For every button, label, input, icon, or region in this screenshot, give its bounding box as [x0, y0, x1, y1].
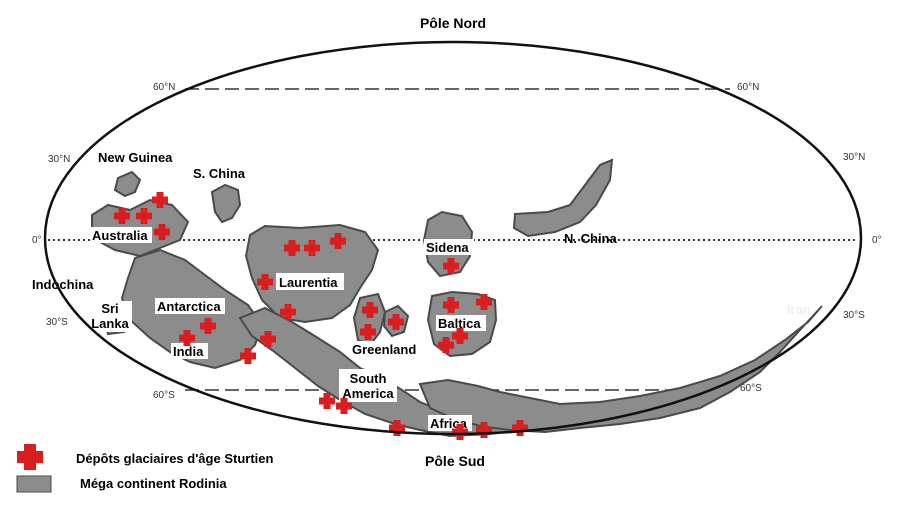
landmass-s-china	[210, 183, 242, 224]
red-cross-icon	[476, 422, 492, 438]
red-cross-icon	[260, 331, 276, 347]
map-outline	[43, 40, 863, 436]
latitude-labels: 60°N 60°N 30°N 30°N 0° 0° 30°S 30°S 60°S…	[32, 82, 882, 401]
label-baltica-bg	[436, 315, 486, 331]
label-antarctica-bg	[155, 298, 225, 314]
red-cross-icon	[280, 304, 296, 320]
label-sri-lanka-bg	[88, 301, 132, 332]
red-cross-icon	[136, 208, 152, 224]
label-india: India	[173, 344, 204, 359]
red-cross-icon	[179, 330, 195, 346]
landmass-labels: New Guinea S. China Australia Indochina …	[32, 150, 811, 431]
label-new-guinea: New Guinea	[98, 150, 173, 165]
red-cross-icon	[360, 324, 376, 340]
red-cross-icon	[452, 328, 468, 344]
red-cross-icon	[362, 302, 378, 318]
landmass-new-guinea	[113, 170, 142, 198]
label-baltica: Baltica	[438, 316, 481, 331]
red-cross-icon	[114, 208, 130, 224]
red-cross-icon	[257, 274, 273, 290]
south-pole-label: Pôle Sud	[425, 453, 485, 469]
label-australia: Australia	[92, 228, 148, 243]
red-cross-icon	[443, 297, 459, 313]
label-laurentia: Laurentia	[279, 275, 338, 290]
lat-label-30n-right: 30°N	[843, 152, 865, 163]
red-cross-icon	[388, 314, 404, 330]
glacial-deposit-markers	[114, 192, 528, 440]
label-antarctica: Antarctica	[157, 299, 221, 314]
landmass-n-china	[512, 158, 614, 238]
red-cross-icon	[330, 233, 346, 249]
lat-label-60s-left: 60°S	[153, 390, 175, 401]
red-cross-icon	[476, 294, 492, 310]
legend-gray-swatch-icon	[16, 475, 52, 493]
label-sidena-bg	[424, 239, 474, 255]
label-australia-bg	[90, 227, 152, 243]
red-cross-icon	[319, 393, 335, 409]
red-cross-icon	[389, 420, 405, 436]
red-cross-icon	[200, 318, 216, 334]
lat-label-0-right: 0°	[872, 235, 882, 246]
label-indochina: Indochina	[32, 277, 94, 292]
lat-label-60n-right: 60°N	[737, 82, 759, 93]
legend-glacial-text: Dépôts glaciaires d'âge Sturtien	[76, 451, 273, 466]
red-cross-icon	[443, 258, 459, 274]
legend: Dépôts glaciaires d'âge Sturtien Méga co…	[16, 444, 273, 493]
red-cross-icon	[452, 424, 468, 440]
lat-label-0-left: 0°	[32, 235, 42, 246]
label-n-china: N. China	[564, 231, 617, 246]
red-cross-icon	[284, 240, 300, 256]
legend-red-cross-icon	[17, 444, 43, 470]
lat-label-30s-right: 30°S	[843, 310, 865, 321]
red-cross-icon	[304, 240, 320, 256]
lat-label-60n-left: 60°N	[153, 82, 175, 93]
label-greenland-bg	[350, 341, 423, 358]
lat-label-30n-left: 30°N	[48, 154, 70, 165]
red-cross-icon	[154, 224, 170, 240]
red-cross-icon	[336, 398, 352, 414]
label-india-bg	[171, 343, 208, 359]
label-greenland: Greenland	[352, 342, 416, 357]
label-s-china: S. China	[193, 166, 246, 181]
north-pole-label: Pôle Nord	[420, 15, 486, 31]
label-sidena: Sidena	[426, 240, 469, 255]
lat-label-30s-left: 30°S	[46, 317, 68, 328]
red-cross-icon	[240, 348, 256, 364]
red-cross-icon	[438, 337, 454, 353]
label-iran: Iran	[787, 302, 811, 317]
lat-label-60s-right: 60°S	[740, 383, 762, 394]
legend-rodinia-text: Méga continent Rodinia	[80, 476, 227, 491]
red-cross-icon	[512, 420, 528, 436]
label-south-america-bg	[339, 369, 397, 402]
red-cross-icon	[152, 192, 168, 208]
label-laurentia-bg	[276, 273, 344, 290]
